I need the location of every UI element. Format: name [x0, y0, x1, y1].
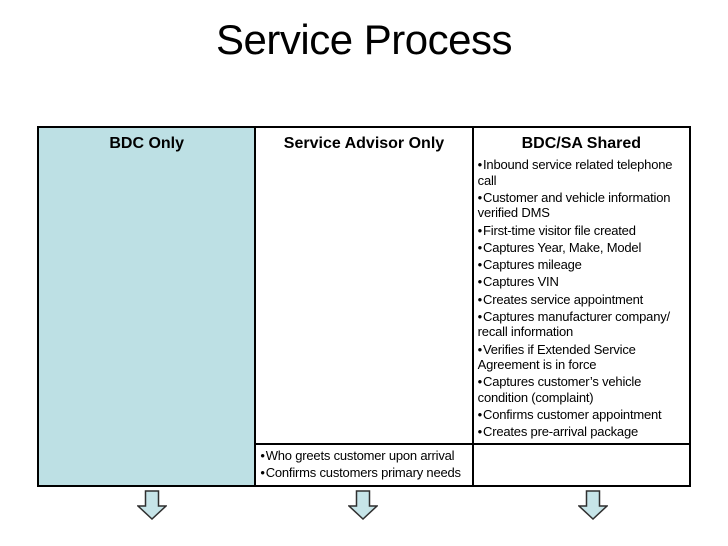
- down-arrow-icon: [137, 490, 167, 520]
- bullet-item: Captures VIN: [478, 274, 685, 289]
- column-body-bdc-sa-shared: Inbound service related telephone call C…: [474, 155, 689, 443]
- column-header-bdc-sa-shared: BDC/SA Shared: [521, 135, 642, 152]
- bullet-item: Inbound service related telephone call: [478, 157, 685, 188]
- column-header-bdc-only: BDC Only: [109, 135, 184, 152]
- bottom-cell-service-advisor-only: Who greets customer upon arrival Confirm…: [256, 443, 472, 485]
- bullet-item: Customer and vehicle information verifie…: [478, 190, 685, 221]
- bullet-item: Creates service appointment: [478, 292, 685, 307]
- column-body-service-advisor-only: [256, 155, 471, 443]
- column-bdc-sa-shared: BDC/SA Shared Inbound service related te…: [473, 128, 689, 485]
- bullet-item: First-time visitor file created: [478, 223, 685, 238]
- bullet-item: Captures manufacturer company/ recall in…: [478, 309, 685, 340]
- column-bdc-only: BDC Only: [39, 128, 255, 485]
- process-table: BDC Only Service Advisor Only Who greets…: [37, 126, 691, 487]
- bullet-item: Captures customer’s vehicle condition (c…: [478, 374, 685, 405]
- bullet-item: Who greets customer upon arrival: [260, 448, 467, 463]
- bullet-item: Captures Year, Make, Model: [478, 240, 685, 255]
- bullet-item: Confirms customers primary needs: [260, 465, 467, 480]
- bullet-item: Confirms customer appointment: [478, 407, 685, 422]
- down-arrow-icon: [578, 490, 608, 520]
- bullet-item: Verifies if Extended Service Agreement i…: [478, 342, 685, 373]
- down-arrow-icon: [348, 490, 378, 520]
- column-body-bdc-only: [39, 155, 254, 485]
- column-header-service-advisor-only: Service Advisor Only: [283, 135, 445, 152]
- bullet-item: Creates pre-arrival package: [478, 424, 685, 439]
- slide-title: Service Process: [216, 16, 512, 63]
- column-service-advisor-only: Service Advisor Only Who greets customer…: [254, 128, 474, 485]
- bottom-cell-bdc-sa-shared-empty: [473, 443, 689, 485]
- bullet-item: Captures mileage: [478, 257, 685, 272]
